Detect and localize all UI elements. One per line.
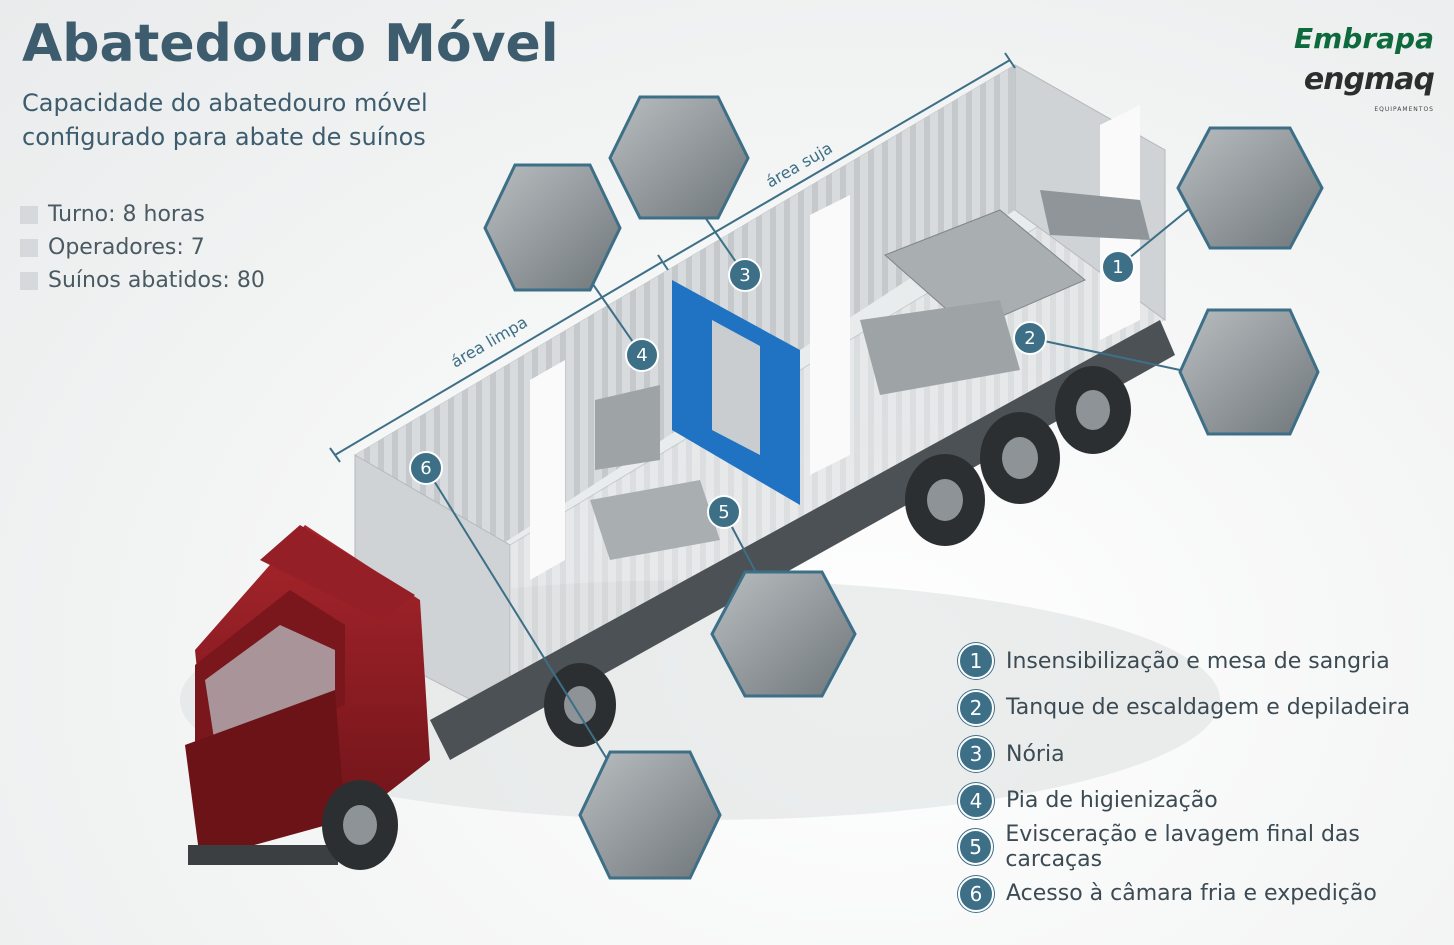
marker-4: 4 <box>625 338 659 372</box>
photo-cold-room <box>578 750 722 880</box>
legend: 1 Insensibilização e mesa de sangria 2 Tan… <box>958 638 1454 917</box>
legend-number: 2 <box>958 689 994 726</box>
engmaq-logo-subtext: EQUIPAMENTOS <box>1374 106 1434 113</box>
legend-label: Insensibilização e mesa de sangria <box>1006 648 1390 674</box>
engmaq-logo: engmaq EQUIPAMENTOS <box>1294 62 1435 125</box>
legend-item: 5 Evisceração e lavagem final das carcaça… <box>958 822 1454 873</box>
trailer-wheels <box>905 366 1131 546</box>
legend-item: 6 Acesso à câmara fria e expedição <box>958 871 1454 918</box>
embrapa-logo: Embrapa <box>1294 22 1434 55</box>
bleeding-table <box>1040 190 1150 240</box>
cab-windshield <box>205 625 335 745</box>
photo-evisceration <box>710 570 857 698</box>
bullet-square-icon <box>20 238 38 257</box>
stat-label: Suínos abatidos: 80 <box>48 268 265 293</box>
subtitle: Capacidade do abatedouro móvel configura… <box>22 86 428 154</box>
bullet-square-icon <box>20 205 38 224</box>
legend-number: 1 <box>958 643 994 680</box>
photo-scalding-tank <box>1178 308 1320 436</box>
legend-item: 3 Nória <box>958 731 1454 778</box>
door-clean-area <box>530 360 565 580</box>
legend-number: 5 <box>958 829 994 866</box>
photo-sanitizing-sink <box>483 163 622 292</box>
photo-noria <box>608 95 750 220</box>
scalding-tank <box>884 209 1086 331</box>
legend-label: Nória <box>1006 741 1065 767</box>
stat-pigs: Suínos abatidos: 80 <box>20 264 265 297</box>
subtitle-line-1: Capacidade do abatedouro móvel <box>22 89 428 117</box>
svg-text:2: 2 <box>1024 328 1035 349</box>
legend-label: Tanque de escaldagem e depiladeira <box>1006 695 1411 721</box>
truck-cab <box>185 525 616 870</box>
marker-3: 3 <box>728 258 762 292</box>
stat-shift: Turno: 8 horas <box>20 198 265 231</box>
page-title: Abatedouro Móvel <box>22 14 559 74</box>
evisceration-table <box>590 480 720 560</box>
photo-callouts <box>483 95 1324 880</box>
legend-number: 6 <box>958 875 994 912</box>
door-middle <box>810 195 850 475</box>
marker-1: 1 <box>1101 250 1135 284</box>
marker-5: 5 <box>707 495 741 529</box>
divider-door-opening <box>712 320 760 455</box>
stats-list: Turno: 8 horas Operadores: 7 Suínos abat… <box>20 198 265 297</box>
legend-item: 4 Pia de higienização <box>958 778 1454 825</box>
svg-text:1: 1 <box>1112 257 1123 278</box>
dehairing-machine <box>860 300 1020 395</box>
marker-2: 2 <box>1013 321 1047 355</box>
stat-label: Operadores: 7 <box>48 235 205 260</box>
svg-text:3: 3 <box>739 265 750 286</box>
legend-label: Acesso à câmara fria e expedição <box>1006 881 1377 907</box>
stat-label: Turno: 8 horas <box>48 202 205 227</box>
legend-number: 4 <box>958 782 994 819</box>
subtitle-line-2: configurado para abate de suínos <box>22 123 426 151</box>
svg-text:5: 5 <box>718 502 729 523</box>
legend-label: Pia de higienização <box>1006 788 1218 814</box>
drawing-markers: 1 2 3 4 5 6 <box>409 250 1135 529</box>
logos: Embrapa engmaq EQUIPAMENTOS <box>1294 22 1435 125</box>
legend-item: 1 Insensibilização e mesa de sangria <box>958 638 1454 685</box>
bullet-square-icon <box>20 271 38 290</box>
marker-6: 6 <box>409 451 443 485</box>
svg-text:6: 6 <box>420 458 431 479</box>
photo-bleeding-table <box>1176 126 1324 250</box>
sanitizing-sink <box>595 385 660 470</box>
svg-text:4: 4 <box>636 345 647 366</box>
dimension-lines <box>329 52 1016 463</box>
stat-operators: Operadores: 7 <box>20 231 265 264</box>
engmaq-logo-text: engmaq <box>1303 62 1435 97</box>
legend-label: Evisceração e lavagem final das carcaças <box>1005 822 1360 873</box>
legend-number: 3 <box>958 736 994 773</box>
legend-item: 2 Tanque de escaldagem e depiladeira <box>958 685 1454 732</box>
